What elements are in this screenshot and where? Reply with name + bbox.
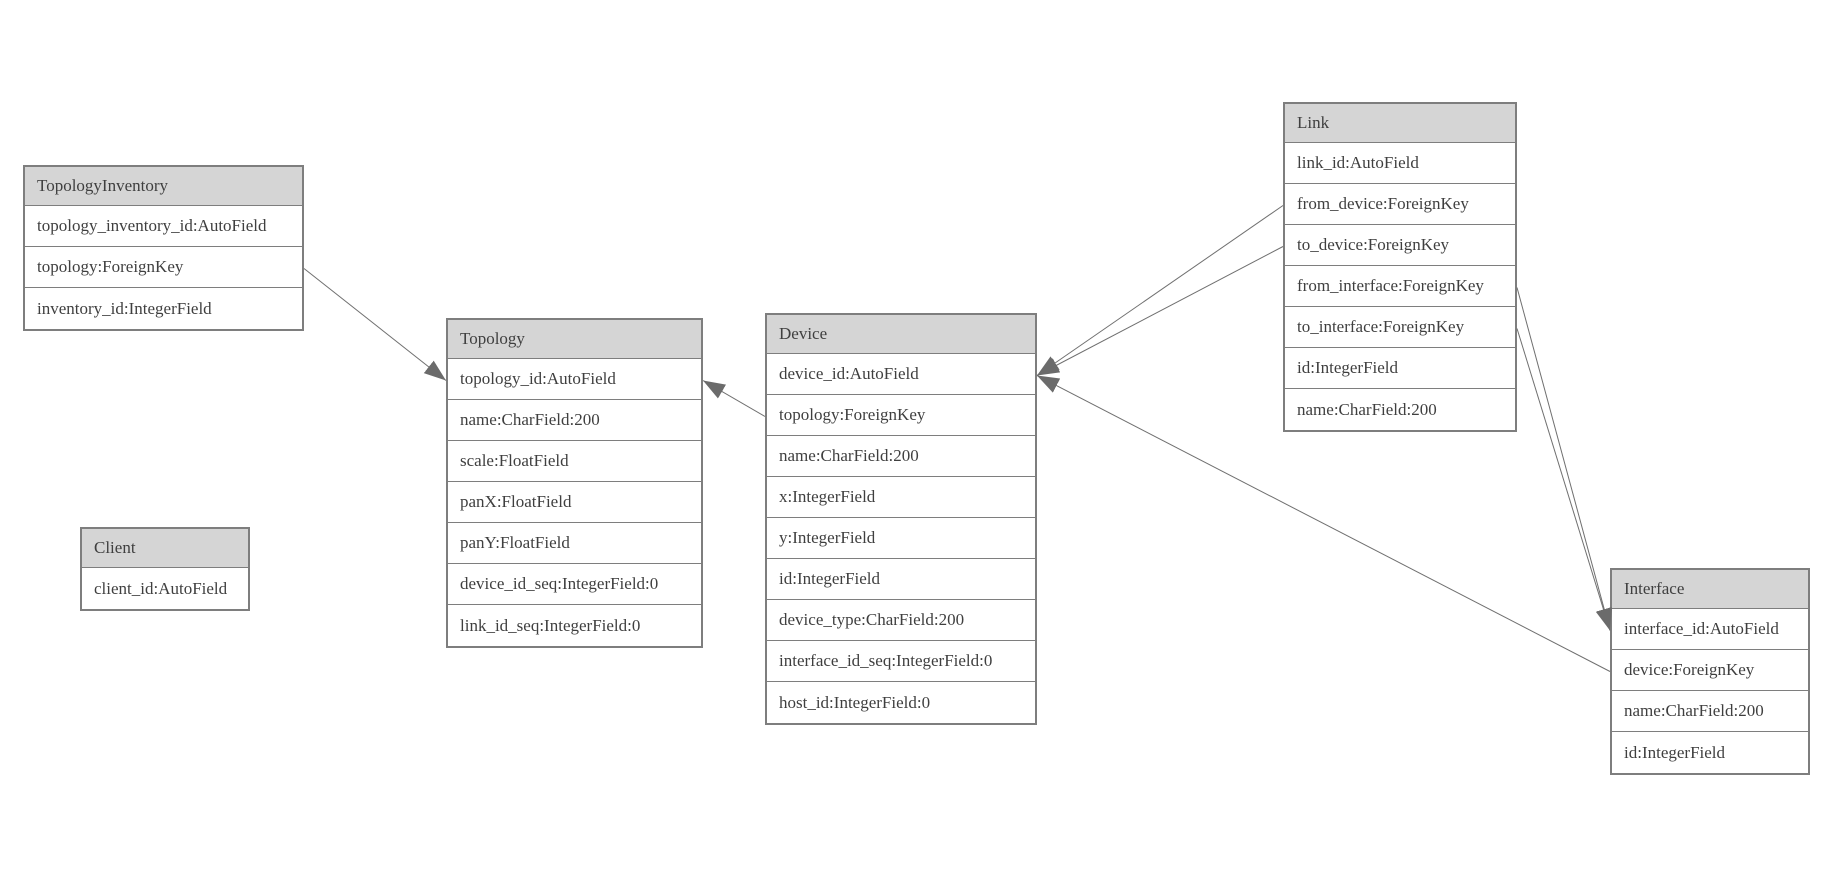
entity-client: Client client_id:AutoField: [80, 527, 250, 611]
entity-field-label: client_id:AutoField: [94, 578, 228, 598]
entity-field-label: from_interface:ForeignKey: [1297, 276, 1484, 295]
entity-field-row: device:ForeignKey: [1612, 650, 1808, 691]
entity-field-label: device_id_seq:IntegerField:0: [460, 574, 659, 593]
entity-field-label: topology:ForeignKey: [37, 257, 184, 276]
entity-field-row: client_id:AutoField: [82, 568, 248, 609]
entity-field-label: topology:ForeignKey: [779, 405, 926, 424]
entity-field-row: inventory_id:IntegerField: [25, 288, 302, 329]
entity-field-row: topology:ForeignKey: [25, 247, 302, 288]
entity-field-label: id:IntegerField: [1624, 742, 1726, 762]
entity-title: Topology: [460, 329, 525, 348]
entity-field-row: device_type:CharField:200: [767, 600, 1035, 641]
entity-field-row: to_interface:ForeignKey: [1285, 307, 1515, 348]
entity-header-device: Device: [767, 315, 1035, 354]
entity-field-row: name:CharField:200: [1285, 389, 1515, 430]
edge-device-topology-to-topology: [702, 380, 766, 417]
entity-field-label: id:IntegerField: [779, 569, 881, 588]
entity-field-label: device_id:AutoField: [779, 364, 919, 383]
entity-field-row: topology_inventory_id:AutoField: [25, 206, 302, 247]
entity-field-row: scale:FloatField: [448, 441, 701, 482]
entity-field-label: to_interface:ForeignKey: [1297, 317, 1465, 336]
entity-title: Client: [94, 538, 136, 557]
entity-field-label: name:CharField:200: [779, 446, 919, 465]
entity-field-row: x:IntegerField: [767, 477, 1035, 518]
edge-link-to_device-to-device: [1036, 246, 1284, 376]
entity-field-row: host_id:IntegerField:0: [767, 682, 1035, 723]
entity-device: Device device_id:AutoField topology:Foreig…: [765, 313, 1037, 725]
entity-field-row: from_device:ForeignKey: [1285, 184, 1515, 225]
edge-link-from_interface-to-interface: [1516, 287, 1612, 631]
entity-field-row: panX:FloatField: [448, 482, 701, 523]
entity-field-label: host_id:IntegerField:0: [779, 692, 931, 712]
entity-header-interface: Interface: [1612, 570, 1808, 609]
entity-field-label: name:CharField:200: [460, 410, 600, 429]
entity-field-label: interface_id:AutoField: [1624, 619, 1779, 638]
entity-field-label: y:IntegerField: [779, 528, 876, 547]
edge-link-to_interface-to-interface: [1516, 328, 1612, 631]
entity-field-label: scale:FloatField: [460, 451, 569, 470]
entity-field-row: id:IntegerField: [1285, 348, 1515, 389]
edge-topologyinventory-topology-to-topology: [303, 268, 447, 381]
entity-header-topologyinventory: TopologyInventory: [25, 167, 302, 206]
entity-field-row: topology_id:AutoField: [448, 359, 701, 400]
entity-field-row: id:IntegerField: [1612, 732, 1808, 773]
entity-field-row: to_device:ForeignKey: [1285, 225, 1515, 266]
entity-field-label: topology_id:AutoField: [460, 369, 616, 388]
entity-field-row: topology:ForeignKey: [767, 395, 1035, 436]
entity-field-row: device_id_seq:IntegerField:0: [448, 564, 701, 605]
entity-interface: Interface interface_id:AutoField device:Fo…: [1610, 568, 1810, 775]
entity-field-label: from_device:ForeignKey: [1297, 194, 1469, 213]
entity-field-label: topology_inventory_id:AutoField: [37, 216, 267, 235]
entity-field-label: to_device:ForeignKey: [1297, 235, 1450, 254]
entity-header-topology: Topology: [448, 320, 701, 359]
entity-title: Interface: [1624, 579, 1685, 598]
entity-field-label: device_type:CharField:200: [779, 610, 965, 629]
entity-title: Link: [1297, 113, 1330, 132]
entity-field-row: interface_id:AutoField: [1612, 609, 1808, 650]
entity-field-label: device:ForeignKey: [1624, 660, 1755, 679]
entity-title: TopologyInventory: [37, 176, 169, 195]
entity-field-label: link_id_seq:IntegerField:0: [460, 615, 641, 635]
entity-header-client: Client: [82, 529, 248, 568]
entity-field-label: x:IntegerField: [779, 487, 876, 506]
entity-header-link: Link: [1285, 104, 1515, 143]
entity-field-row: name:CharField:200: [767, 436, 1035, 477]
entity-topology: Topology topology_id:AutoField name:CharFi…: [446, 318, 703, 648]
entity-field-label: panX:FloatField: [460, 492, 572, 511]
entity-field-row: link_id_seq:IntegerField:0: [448, 605, 701, 646]
entity-field-label: name:CharField:200: [1624, 701, 1764, 720]
entity-field-label: id:IntegerField: [1297, 358, 1399, 377]
entity-field-label: link_id:AutoField: [1297, 153, 1419, 172]
entity-topologyinventory: TopologyInventory topology_inventory_id:A…: [23, 165, 304, 331]
edge-link-from_device-to-device: [1036, 205, 1284, 376]
entity-field-row: name:CharField:200: [448, 400, 701, 441]
entity-field-row: name:CharField:200: [1612, 691, 1808, 732]
entity-field-row: device_id:AutoField: [767, 354, 1035, 395]
entity-field-label: name:CharField:200: [1297, 399, 1437, 419]
entity-field-row: from_interface:ForeignKey: [1285, 266, 1515, 307]
entity-link: Link link_id:AutoField from_device:Foreign…: [1283, 102, 1517, 432]
entity-title: Device: [779, 324, 828, 343]
entity-field-row: interface_id_seq:IntegerField:0: [767, 641, 1035, 682]
entity-field-row: panY:FloatField: [448, 523, 701, 564]
entity-field-row: link_id:AutoField: [1285, 143, 1515, 184]
entity-field-row: y:IntegerField: [767, 518, 1035, 559]
entity-field-label: interface_id_seq:IntegerField:0: [779, 651, 993, 670]
entity-field-label: panY:FloatField: [460, 533, 570, 552]
entity-field-label: inventory_id:IntegerField: [37, 298, 212, 318]
entity-field-row: id:IntegerField: [767, 559, 1035, 600]
